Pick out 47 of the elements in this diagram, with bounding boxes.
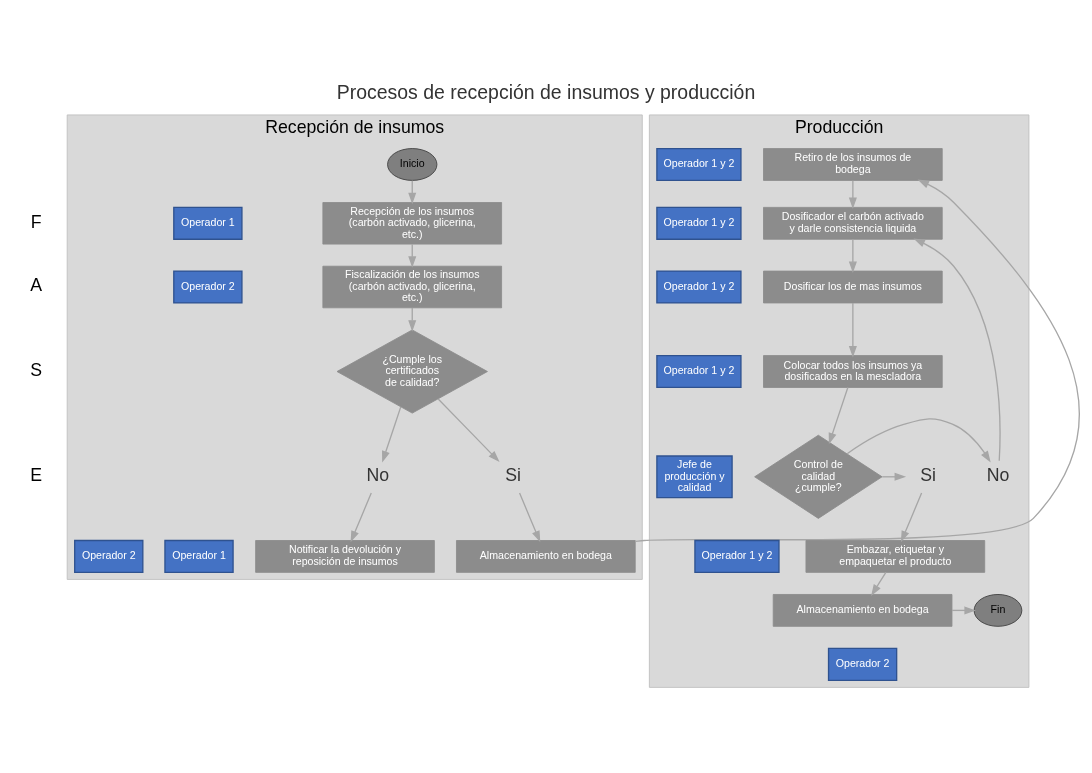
node-box: Operador 1 [164,539,234,573]
node-box: Operador 1 [173,206,243,240]
node-box: Operador 1 y 2 [694,539,780,573]
node-box: Operador 2 [74,539,144,573]
arrow [350,491,372,542]
arrow [848,179,857,209]
arrow [518,491,541,542]
node-diamond: Control de calidad ¿cumple? [754,434,883,519]
node-box: Embazar, etiquetar y empaquetar el producto [805,539,986,573]
label: A [30,274,43,295]
label: S [30,359,43,380]
arrow [848,238,857,273]
node-box: Jefe de producción y calidad [656,454,733,498]
diagram-title: Procesos de recepción de insumos y producción [336,80,756,103]
node-box: Operador 2 [173,269,243,304]
arrow [437,397,500,462]
arrow [382,405,402,463]
arrow [900,491,923,542]
node-box: Operador 1 y 2 [656,206,742,240]
node-ellipse: Inicio [387,147,438,181]
arrow [634,179,1081,542]
arrow [828,386,849,444]
label: E [30,464,43,485]
node-text: No [366,464,390,485]
node-box: Colocar todos los insumos ya dosificados en la mescladora [763,354,943,388]
node-diamond: ¿Cumple los certificados de calidad? [336,329,488,414]
node-box: Operador 1 y 2 [656,147,742,181]
node-box: Almacenamiento en bodega [772,593,953,627]
node-box: Operador 2 [827,647,898,681]
node-text: Si [505,464,521,485]
node-box: Retiro de los insumos de bodega [763,147,943,181]
node-text: No [986,464,1010,485]
node-box: Operador 1 y 2 [656,269,742,304]
node-box: Almacenamiento en bodega [456,539,636,573]
node-ellipse: Fin [973,593,1023,627]
node-box: Fiscalización de los insumos (carbón activado, glicerina, etc.) [322,265,503,308]
node-box: Dosificar los de mas insumos [763,270,943,303]
arrow [871,571,887,596]
node-text: Si [920,464,936,485]
arrow [913,238,1001,461]
label: F [30,211,42,232]
arrow [846,417,991,462]
node-box: Recepción de los insumos (carbón activado, glicerina, etc.) [322,201,503,245]
node-box: Operador 1 y 2 [656,354,742,388]
arrow [848,301,857,358]
node-box: Dosificador el carbón activado y darle consistencia liquida [763,206,943,240]
node-box: Notificar la devolución y reposición de insumos [255,539,435,573]
